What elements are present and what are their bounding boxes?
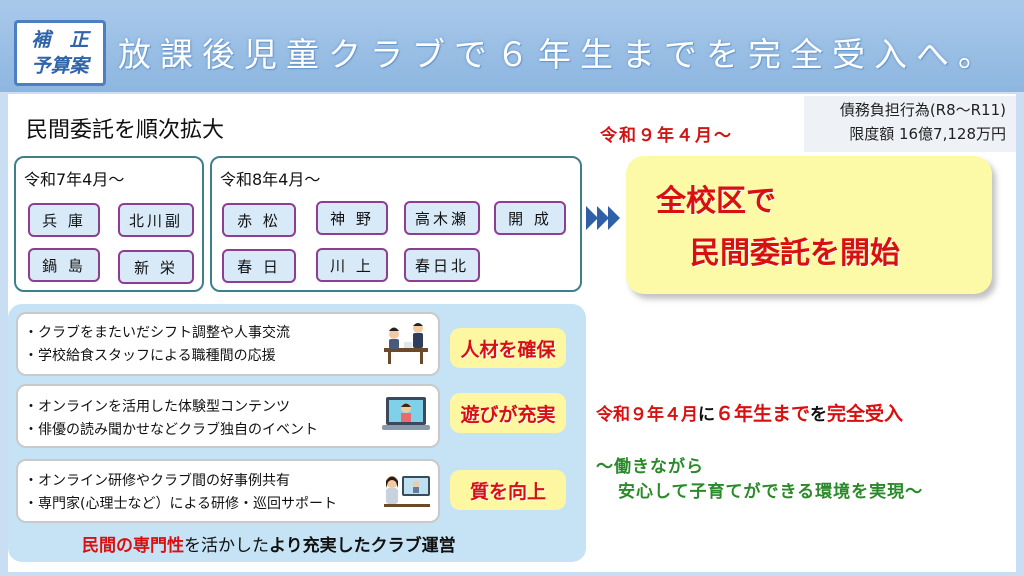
benefit-card-activities	[16, 384, 440, 448]
page-title: 放課後児童クラブで６年生までを完全受入へ。	[118, 35, 1000, 74]
header-banner	[0, 0, 1024, 92]
group-title-r8: 令和8年4月～	[220, 170, 321, 189]
footer-mid-part: を活かした	[184, 536, 269, 556]
tag-line-1: 補 正	[31, 29, 89, 51]
online-laptop-illustration-icon	[382, 397, 430, 430]
budget-note: 債務負担行為(R8～R11) 限度額 16億7,128万円	[804, 96, 1016, 152]
callout-line-2: 民間委託を開始	[690, 236, 900, 271]
district-pill: 川 上	[316, 248, 388, 282]
district-pill: 神 野	[316, 201, 388, 235]
full-accept-highlight: ６年生まで	[715, 403, 811, 425]
slogan-line-1: ～働きながら	[596, 457, 704, 477]
full-accept-particle-2: を	[810, 405, 828, 425]
budget-line-1: 債務負担行為(R8～R11)	[839, 101, 1006, 119]
all-districts-callout	[626, 156, 992, 294]
badge-staffing: 人材を確保	[450, 328, 566, 368]
footer-end-part: より充実したクラブ運営	[269, 536, 456, 556]
district-pill: 春 日	[222, 249, 296, 283]
tag-line-2: 予算案	[31, 55, 89, 77]
card-bullet: ・オンライン研修やクラブ間の好事例共有	[24, 473, 290, 489]
supplementary-budget-tag: 補 正 予算案	[14, 20, 106, 86]
benefit-card-staffing	[16, 312, 440, 376]
full-accept-prefix: 令和９年４月	[596, 405, 698, 425]
section-title: 民間委託を順次拡大	[26, 118, 225, 143]
online-training-illustration-icon	[384, 476, 430, 507]
district-pill: 赤 松	[222, 203, 296, 237]
badge-activities: 遊びが充実	[450, 393, 566, 433]
card-bullet: ・俳優の読み聞かせなどクラブ独自のイベント	[24, 422, 318, 438]
card-bullet: ・学校給食スタッフによる職種間の応援	[24, 348, 276, 364]
card-bullet: ・クラブをまたいだシフト調整や人事交流	[24, 325, 290, 341]
district-pill: 春日北	[404, 248, 480, 282]
district-pill: 高木瀬	[404, 201, 480, 235]
district-pill: 開 成	[494, 201, 566, 235]
footer-summary: 民間の専門性を活かしたより充実したクラブ運営	[82, 531, 456, 556]
district-pill: 北川副	[118, 203, 194, 237]
district-pill: 兵 庫	[28, 203, 100, 237]
district-pill: 鍋 島	[28, 248, 100, 282]
triple-chevron-arrow-icon	[586, 206, 626, 230]
group-title-r7: 令和7年4月～	[24, 170, 125, 189]
callout-line-1: 全校区で	[656, 184, 776, 219]
r9-start-date: 令和９年４月～	[600, 126, 733, 146]
benefit-card-quality	[16, 459, 440, 523]
card-bullet: ・専門家(心理士など）による研修・巡回サポート	[24, 496, 338, 512]
staff-meeting-illustration-icon	[384, 323, 428, 364]
card-bullet: ・オンラインを活用した体験型コンテンツ	[24, 399, 290, 415]
full-accept-suffix: 完全受入	[827, 403, 904, 425]
slogan-line-2: 安心して子育てができる環境を実現～	[618, 482, 924, 502]
full-accept-particle: に	[698, 405, 715, 425]
badge-quality: 質を向上	[450, 470, 566, 510]
full-acceptance-statement: 令和９年４月に６年生までを完全受入	[596, 399, 903, 426]
budget-line-2: 限度額 16億7,128万円	[849, 125, 1006, 143]
footer-red-part: 民間の専門性	[82, 536, 184, 556]
district-pill: 新 栄	[118, 250, 194, 284]
